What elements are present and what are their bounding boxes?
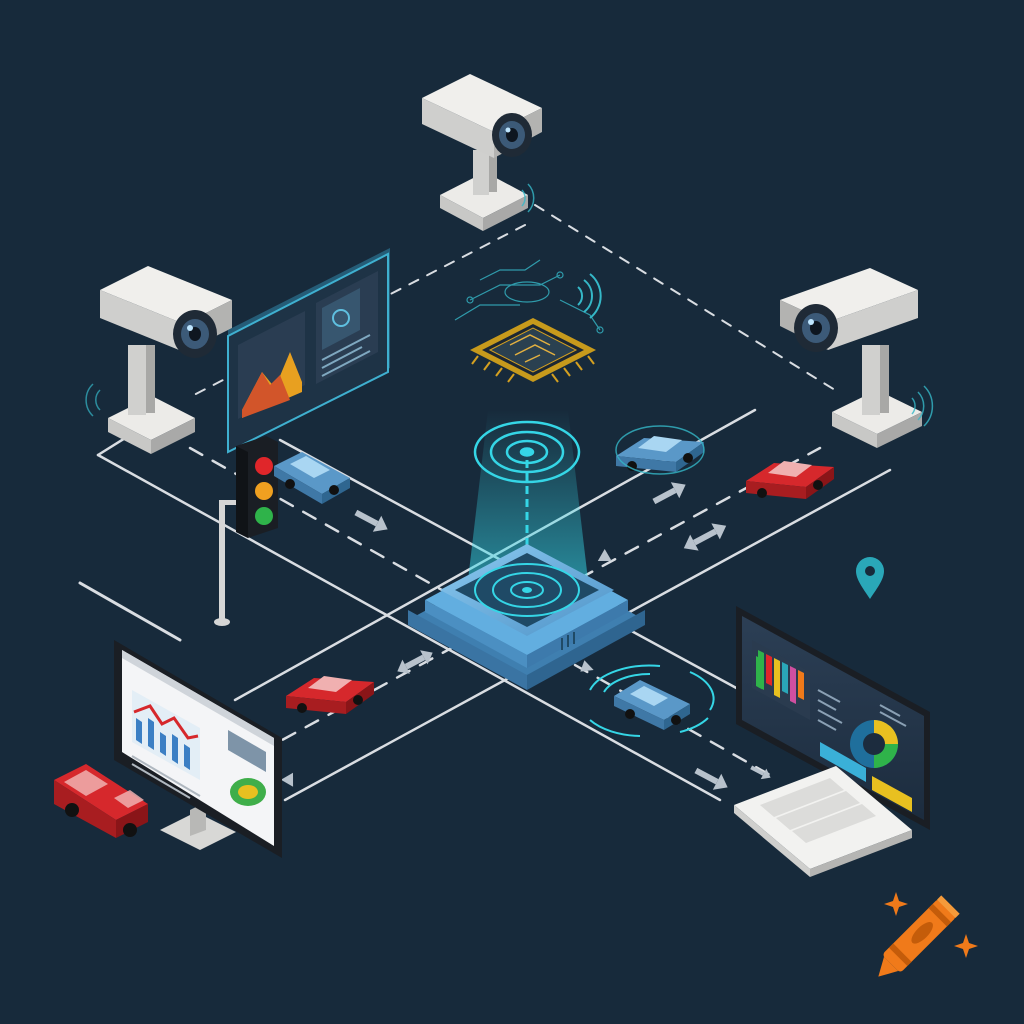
van-red (54, 764, 148, 838)
signal-rings (473, 420, 581, 484)
billboard-display (227, 248, 390, 454)
map-pin-icon (856, 557, 884, 599)
red-light-icon (255, 457, 273, 475)
car-blue-right (615, 425, 705, 475)
vehicles (54, 425, 834, 838)
camera-right (780, 268, 934, 448)
direction-arrows (280, 482, 771, 790)
camera-left (85, 266, 232, 454)
arrow-left-icon (280, 772, 294, 787)
arrow-right-icon (580, 660, 594, 672)
traffic-light (214, 436, 278, 626)
signal-waves-icon (577, 273, 602, 319)
cctv-camera-icon (85, 74, 934, 454)
green-light-icon (255, 507, 273, 525)
heatmap-widget (752, 640, 810, 720)
crayon-icon (878, 895, 960, 977)
car-blue-left (274, 452, 350, 504)
amber-light-icon (255, 482, 273, 500)
road-edge (96, 453, 722, 802)
arrow-double-icon (683, 523, 727, 551)
analytics-monitor-right (736, 606, 930, 830)
analytics-monitor-left (114, 640, 282, 858)
ai-chip (454, 259, 604, 383)
arrow-down-left-icon (597, 548, 612, 562)
hub-beam (468, 410, 588, 580)
line-chart (132, 690, 200, 780)
central-hub (408, 410, 645, 690)
keyboard (734, 766, 912, 877)
camera-top (422, 74, 542, 231)
arrow-double-icon (397, 650, 433, 674)
sparkle-icon (884, 892, 978, 958)
car-blue-scanned (589, 664, 715, 737)
arrow-up-right-icon (652, 482, 686, 505)
arrow-right-icon (694, 767, 728, 790)
road-stub (78, 581, 182, 642)
circuit-lines (454, 259, 604, 334)
car-red-right (746, 461, 834, 499)
arrow-right-icon (354, 509, 388, 532)
car-red-center (286, 676, 374, 714)
arrow-right-icon (750, 765, 771, 780)
donut-widget (850, 720, 898, 768)
